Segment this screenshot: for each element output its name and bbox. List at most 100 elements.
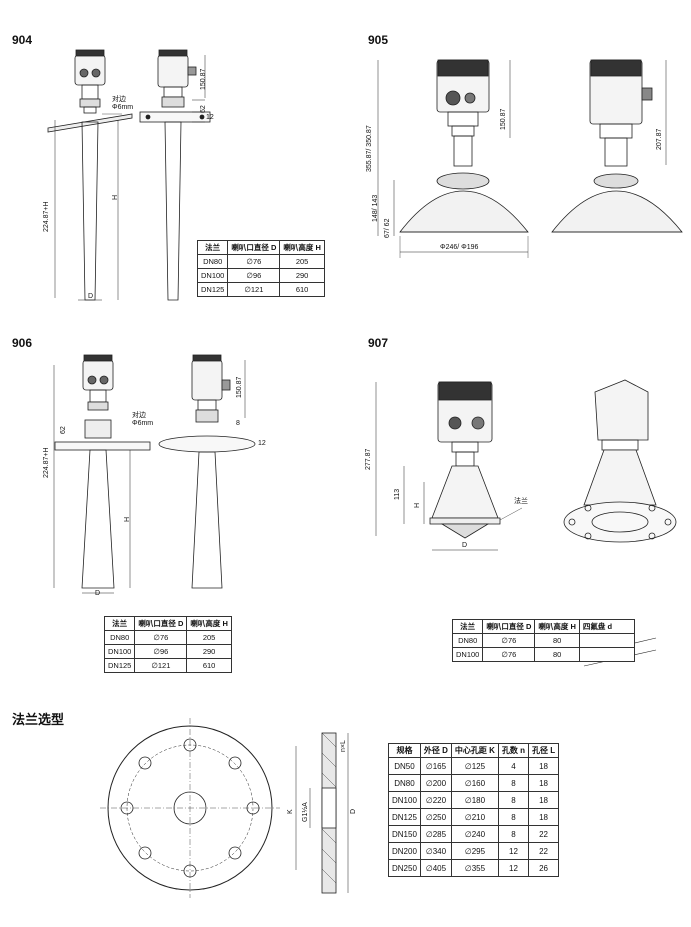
table-cell: ∅76: [134, 630, 188, 645]
model-907-iso-view: [563, 379, 677, 543]
dim-904-12: 12: [206, 114, 214, 121]
table-cell: 80: [534, 633, 580, 648]
dim-905-top: 150.87: [500, 108, 507, 130]
dim-906-H: H: [124, 516, 131, 522]
table-cell: ∅165: [419, 757, 452, 775]
table-cell: ∅76: [482, 647, 536, 662]
table-cell: ∅121: [227, 282, 281, 297]
table-907-header-cell: 法兰: [451, 619, 484, 634]
hex-label-906: 对边: [132, 412, 146, 419]
dim-907-D: D: [462, 542, 468, 549]
model-905-label: 905: [368, 33, 389, 47]
flange-table-header-cell: 规格: [388, 743, 421, 758]
table-cell: 205: [279, 254, 325, 269]
table-cell: 8: [497, 791, 530, 809]
table-cell: 18: [528, 774, 560, 792]
table-cell: ∅340: [419, 842, 452, 860]
table-907-header-cell: 四氟盘 d: [578, 619, 635, 634]
model-904-label: 904: [12, 33, 33, 47]
dim-907-flange-label: 法兰: [514, 498, 528, 505]
table-cell: ∅250: [419, 808, 452, 826]
dim-906-12: 12: [258, 440, 266, 447]
table-906-header-cell: 喇叭口直径 D: [134, 616, 188, 631]
table-cell: DN125: [103, 658, 136, 673]
table-906-header-cell: 喇叭高度 H: [186, 616, 232, 631]
table-cell: DN80: [451, 633, 484, 648]
dim-906-8: 8: [236, 420, 240, 427]
table-cell: DN100: [451, 647, 484, 662]
dim-904-top: 150.87: [200, 68, 207, 90]
table-cell: DN125: [388, 808, 421, 826]
table-cell: 22: [528, 842, 560, 860]
model-907-front-view: [429, 381, 501, 539]
table-cell: 610: [186, 658, 232, 673]
table-cell: 26: [528, 859, 560, 877]
model-907-label: 907: [368, 336, 389, 350]
table-cell: 290: [186, 644, 232, 659]
table-cell: DN80: [196, 254, 229, 269]
dim-905-right: 207.87: [656, 128, 663, 150]
table-cell: [578, 647, 635, 662]
flange-table-header-cell: 外径 D: [419, 743, 452, 758]
dim-905-mid: 148/ 143: [372, 194, 379, 222]
model-904-front-view: [47, 49, 133, 301]
table-cell: 12: [497, 859, 530, 877]
table-cell: 8: [497, 808, 530, 826]
table-cell: ∅285: [419, 825, 452, 843]
table-cell: ∅355: [450, 859, 499, 877]
table-cell: 8: [497, 774, 530, 792]
table-904-header-cell: 法兰: [196, 240, 229, 255]
table-cell: ∅405: [419, 859, 452, 877]
table-cell: DN80: [103, 630, 136, 645]
table-cell: 290: [279, 268, 325, 283]
table-907-header: 法兰 喇叭口直径 D 喇叭高度 H 四氟盘 d: [451, 619, 635, 634]
dim-flange-n: n×L: [340, 740, 347, 752]
dim-906-D: D: [95, 590, 101, 597]
table-cell: 205: [186, 630, 232, 645]
hex-size-904: Φ6mm: [112, 104, 134, 111]
table-cell: ∅200: [419, 774, 452, 792]
table-cell: DN125: [196, 282, 229, 297]
table-cell: ∅160: [450, 774, 499, 792]
table-cell: DN50: [388, 757, 421, 775]
model-905-side-view: [551, 59, 683, 233]
dim-904-D: D: [88, 293, 94, 300]
dim-904-H: H: [112, 194, 119, 200]
dim-906-top: 150.87: [236, 376, 243, 398]
table-cell: ∅76: [227, 254, 281, 269]
hex-size-906: Φ6mm: [132, 420, 154, 427]
dim-905-low: 67/ 62: [384, 218, 391, 238]
dim-flange-G: G1½A: [302, 802, 309, 822]
model-906-label: 906: [12, 336, 33, 350]
table-cell: ∅121: [134, 658, 188, 673]
table-906-header: 法兰 喇叭口直径 D 喇叭高度 H: [103, 616, 232, 631]
table-cell: DN200: [388, 842, 421, 860]
table-cell: 12: [497, 842, 530, 860]
table-cell: [578, 633, 635, 648]
dim-flange-K: K: [287, 809, 294, 814]
flange-section-title: 法兰选型: [12, 712, 65, 727]
dim-905-dia: Φ246/ Φ196: [440, 244, 479, 251]
table-cell: 22: [528, 825, 560, 843]
model-906-front-view: [54, 354, 151, 589]
table-cell: 610: [279, 282, 325, 297]
table-cell: ∅240: [450, 825, 499, 843]
table-cell: 80: [534, 647, 580, 662]
flange-table-header: 规格 外径 D 中心孔距 K 孔数 n 孔径 L: [388, 743, 560, 758]
model-906-side-view: [158, 354, 256, 589]
table-907-header-cell: 喇叭口直径 D: [482, 619, 536, 634]
